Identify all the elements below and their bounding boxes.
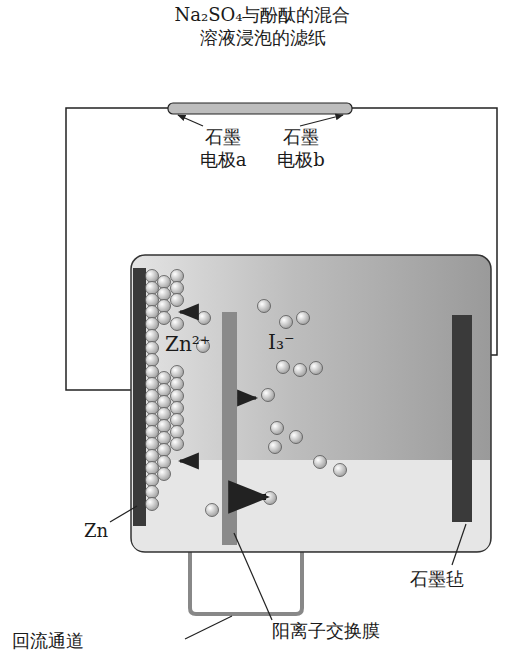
particle bbox=[158, 300, 171, 313]
migration-arrow bbox=[242, 397, 256, 400]
particle bbox=[158, 468, 171, 481]
particle bbox=[146, 330, 159, 343]
particle bbox=[146, 390, 159, 403]
paper-label: Na₂SO₄与酚酞的混合 溶液浸泡的滤纸 bbox=[150, 4, 375, 49]
leader-line bbox=[185, 616, 232, 639]
particle bbox=[158, 408, 171, 421]
particle bbox=[297, 312, 310, 325]
particle bbox=[158, 312, 171, 325]
particle bbox=[146, 450, 159, 463]
particle bbox=[271, 422, 284, 435]
particle bbox=[146, 306, 159, 319]
particle bbox=[171, 426, 184, 439]
particle bbox=[171, 402, 184, 415]
particle bbox=[280, 316, 293, 329]
particle bbox=[277, 361, 290, 374]
particle bbox=[262, 389, 275, 402]
migration-arrow bbox=[242, 494, 266, 500]
particle bbox=[146, 486, 159, 499]
ion-label: I₃⁻ bbox=[268, 330, 318, 355]
particle bbox=[294, 364, 307, 377]
graphite-felt bbox=[452, 315, 472, 522]
leader-arrow bbox=[178, 115, 203, 126]
particle bbox=[146, 354, 159, 367]
electrode-label: 石墨 电极a bbox=[198, 126, 248, 171]
leader-line bbox=[452, 524, 466, 565]
particle bbox=[198, 312, 211, 325]
particle bbox=[171, 366, 184, 379]
particle bbox=[146, 270, 159, 283]
particle bbox=[171, 438, 184, 451]
particle bbox=[290, 431, 303, 444]
electrode-label: 石墨 电极b bbox=[276, 126, 326, 171]
particle bbox=[158, 444, 171, 457]
particle bbox=[146, 294, 159, 307]
particle bbox=[158, 372, 171, 385]
particle bbox=[146, 414, 159, 427]
wire bbox=[66, 108, 168, 390]
particle bbox=[310, 362, 323, 375]
leader-line bbox=[110, 506, 137, 522]
particle bbox=[146, 318, 159, 331]
particle bbox=[171, 318, 184, 331]
particle bbox=[158, 384, 171, 397]
cation-exchange-membrane bbox=[222, 312, 237, 545]
particle bbox=[171, 390, 184, 403]
migration-arrow bbox=[180, 311, 196, 314]
particle bbox=[146, 474, 159, 487]
particle bbox=[146, 462, 159, 475]
cell-container bbox=[131, 255, 491, 552]
part-label: 石墨毡 bbox=[410, 568, 500, 591]
leader-line bbox=[234, 533, 272, 620]
particle bbox=[171, 282, 184, 295]
particle bbox=[146, 438, 159, 451]
particle bbox=[146, 282, 159, 295]
return-channel bbox=[190, 548, 302, 614]
particle bbox=[171, 294, 184, 307]
particle bbox=[146, 498, 159, 511]
particle bbox=[171, 270, 184, 283]
migration-arrow bbox=[180, 460, 196, 463]
particle bbox=[171, 414, 184, 427]
part-label: 阳离子交换膜 bbox=[272, 620, 422, 643]
particle bbox=[158, 420, 171, 433]
particle bbox=[206, 504, 219, 517]
part-label: Zn bbox=[84, 520, 124, 543]
particle bbox=[269, 441, 282, 454]
particle bbox=[158, 288, 171, 301]
zinc-electrode bbox=[133, 268, 146, 526]
particle bbox=[314, 456, 327, 469]
part-label: 回流通道 bbox=[12, 630, 132, 653]
ion-label: Zn²⁺ bbox=[165, 332, 225, 357]
particle bbox=[258, 300, 271, 313]
particles bbox=[146, 270, 347, 517]
particle bbox=[146, 342, 159, 355]
particle bbox=[146, 378, 159, 391]
leader-arrow bbox=[300, 115, 343, 126]
particle bbox=[146, 366, 159, 379]
particle bbox=[158, 432, 171, 445]
particle bbox=[158, 396, 171, 409]
particle bbox=[146, 402, 159, 415]
particle bbox=[146, 426, 159, 439]
filter-paper bbox=[168, 103, 352, 114]
particle bbox=[158, 456, 171, 469]
particle bbox=[158, 276, 171, 289]
particle bbox=[334, 464, 347, 477]
particle bbox=[171, 378, 184, 391]
lower-electrolyte bbox=[132, 460, 490, 551]
